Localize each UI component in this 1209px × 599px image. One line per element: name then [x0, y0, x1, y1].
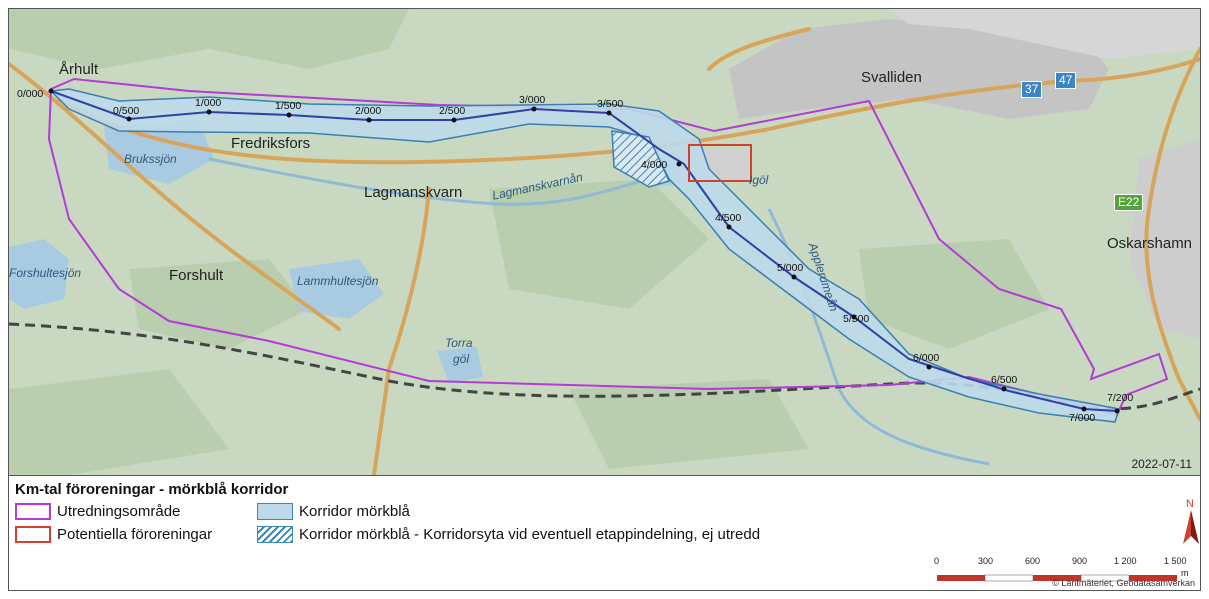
place-fredriksfors: Fredriksfors: [231, 135, 311, 152]
water-gol: göl: [453, 352, 470, 366]
place-oskarshamn: Oskarshamn: [1107, 235, 1193, 252]
km-points: [48, 88, 1120, 414]
km-label: 2/000: [355, 105, 382, 117]
road-shield-e22: E22: [1114, 194, 1144, 211]
km-label: 0/500: [113, 105, 140, 117]
km-label: 3/500: [597, 98, 624, 110]
road-shield-37: 37: [1021, 81, 1043, 98]
legend-label: Korridor mörkblå: [299, 503, 410, 520]
blue-fill-swatch-icon: [257, 503, 293, 520]
place-lagmanskvarn: Lagmanskvarn: [364, 184, 463, 201]
legend: Km-tal föroreningar - mörkblå korridor U…: [9, 475, 1200, 590]
km-label: 1/500: [275, 100, 302, 112]
corridor-area: [49, 88, 1120, 423]
map-figure: Århult Fredriksfors Lagmanskvarn Forshul…: [8, 8, 1201, 591]
km-label: 7/000: [1069, 412, 1096, 424]
purple-outline-swatch-icon: [15, 503, 51, 520]
km-label: 2/500: [439, 105, 466, 117]
legend-label: Utredningsområde: [57, 503, 181, 520]
urban-areas: [689, 9, 1200, 339]
km-label: 6/500: [991, 374, 1018, 386]
hatched-swatch-icon: [257, 526, 293, 543]
pollution-area: [688, 144, 752, 182]
legend-label: Korridor mörkblå - Korridorsyta vid even…: [299, 526, 761, 543]
water-torra: Torra: [445, 336, 473, 350]
water-forshultesjon: Forshultesjön: [9, 266, 82, 280]
place-forshult: Forshult: [169, 267, 224, 284]
place-arhult: Århult: [59, 61, 99, 78]
place-svalliden: Svalliden: [861, 69, 922, 86]
scale-tick-label: 1 500: [1164, 556, 1187, 566]
map-graphics: [9, 9, 1200, 475]
scale-tick-label: 300: [978, 556, 994, 566]
water-lammhultesjon: Lammhultesjön: [297, 274, 379, 288]
km-label: 7/200: [1107, 392, 1134, 404]
water-brukssjon: Brukssjön: [124, 152, 177, 166]
km-label: 4/000: [641, 159, 668, 171]
route-centerline: [50, 90, 1118, 412]
km-label: 5/500: [843, 313, 870, 325]
km-label: 3/000: [519, 94, 546, 106]
red-outline-swatch-icon: [15, 526, 51, 543]
place-igol: Igöl: [749, 173, 769, 187]
road-shield-47: 47: [1055, 72, 1077, 89]
map-canvas: Århult Fredriksfors Lagmanskvarn Forshul…: [9, 9, 1200, 475]
legend-item-pollution: Potentiella föroreningar: [15, 526, 212, 543]
scale-tick-label: 600: [1025, 556, 1041, 566]
north-label: N: [1186, 498, 1194, 510]
km-label: 5/000: [777, 262, 804, 274]
scale-tick-label: 900: [1072, 556, 1088, 566]
legend-title: Km-tal föroreningar - mörkblå korridor: [15, 481, 289, 498]
km-label: 1/000: [195, 97, 222, 109]
km-label: 6/000: [913, 352, 940, 364]
map-credit: © Lantmäteriet, Geodatasamverkan: [1052, 578, 1195, 588]
scale-unit: m: [1181, 568, 1189, 578]
map-date: 2022-07-11: [1131, 457, 1193, 471]
legend-item-study-area: Utredningsområde: [15, 503, 180, 520]
corridor-hatched-area: [611, 130, 671, 188]
km-label: 0/000: [17, 88, 44, 100]
scale-tick-label: 1 200: [1114, 556, 1137, 566]
forest-areas: [9, 9, 1049, 475]
north-arrow-icon: N: [1179, 498, 1200, 548]
scale-bar: 0 300 600 900 1 200 1 500 m: [927, 556, 1200, 590]
legend-item-corridor-hatched: Korridor mörkblå - Korridorsyta vid even…: [257, 526, 760, 543]
scale-tick-label: 0: [934, 556, 940, 566]
legend-item-corridor: Korridor mörkblå: [257, 503, 410, 520]
legend-label: Potentiella föroreningar: [57, 526, 213, 543]
km-label: 4/500: [715, 212, 742, 224]
